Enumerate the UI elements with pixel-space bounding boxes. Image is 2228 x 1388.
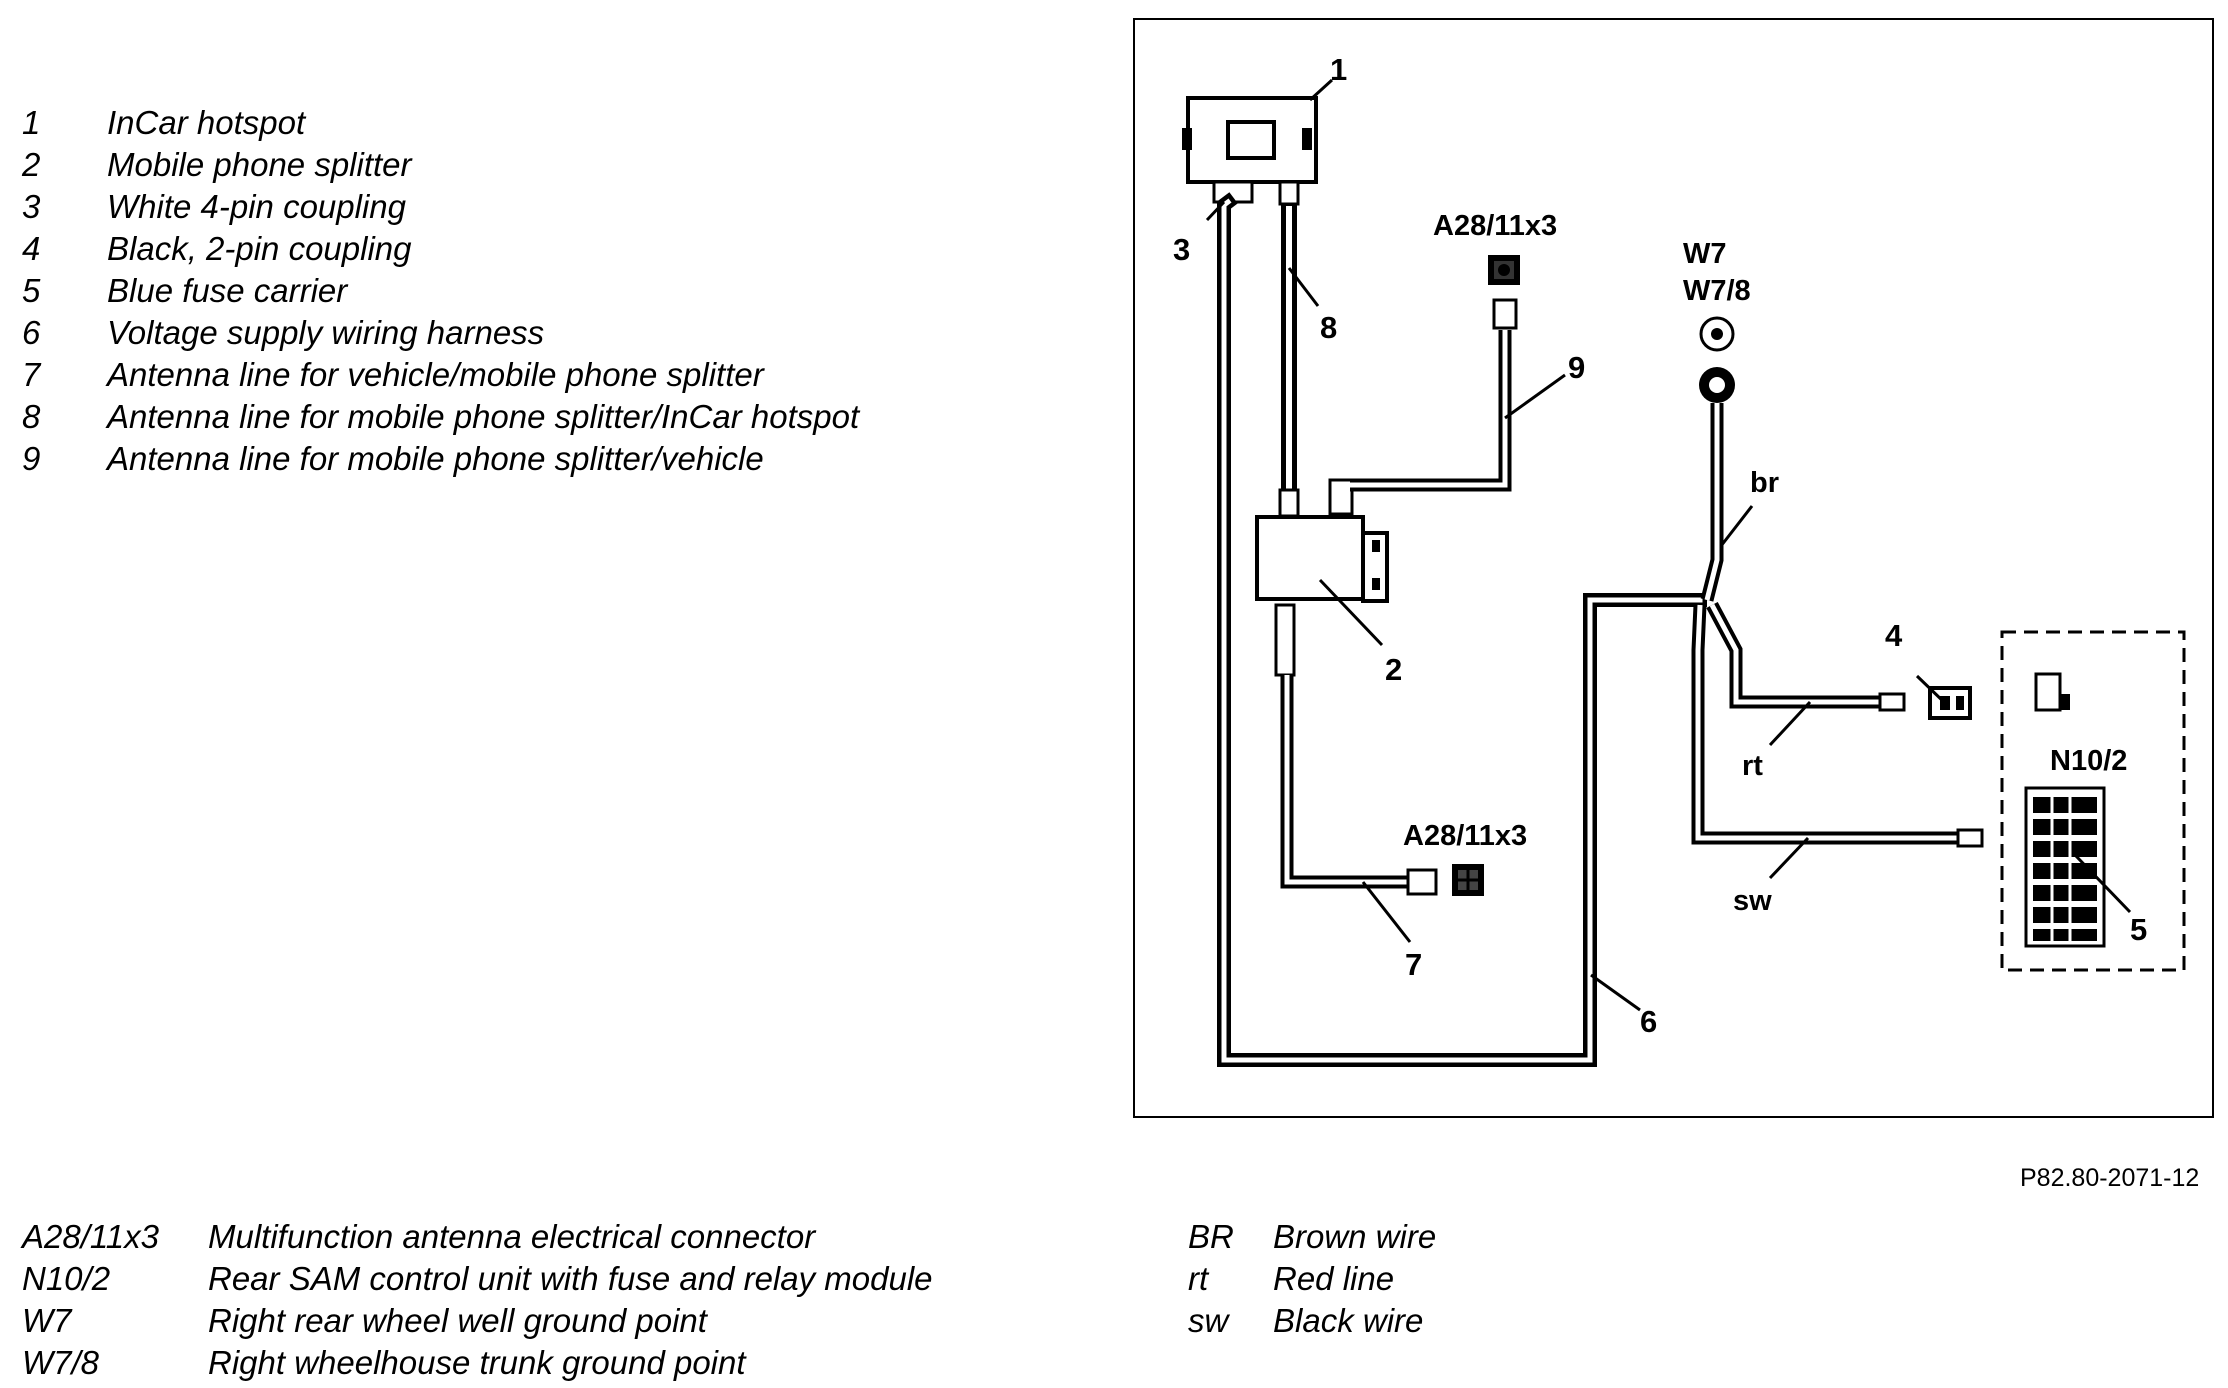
callout-6: 6 — [1640, 1004, 1657, 1039]
diagram-frame — [1133, 18, 2214, 1118]
antenna-line-7 — [1274, 603, 1438, 896]
black-wire — [1691, 604, 1984, 848]
module-label: N10/2 — [2050, 745, 2127, 777]
antenna-connector-top — [1488, 255, 1520, 285]
wire-label-sw: sw — [1733, 885, 1772, 917]
leader-lines — [1205, 78, 2132, 1012]
callout-3: 3 — [1173, 232, 1190, 267]
callout-2: 2 — [1385, 652, 1402, 687]
wire-label-br: br — [1750, 467, 1779, 499]
incar-hotspot — [1182, 96, 1318, 206]
callout-9: 9 — [1568, 350, 1585, 385]
antenna-line-8 — [1278, 204, 1300, 518]
callout-5: 5 — [2130, 912, 2147, 947]
connector-label-top: A28/11x3 — [1433, 210, 1557, 242]
callout-8: 8 — [1320, 310, 1337, 345]
figure-reference: P82.80-2071-12 — [2020, 1164, 2200, 1192]
mobile-phone-splitter — [1255, 478, 1389, 603]
brown-wire — [1700, 403, 1724, 602]
callout-4: 4 — [1885, 618, 1903, 653]
antenna-line-9 — [1350, 298, 1518, 492]
ground-label-w78: W7/8 — [1683, 275, 1751, 307]
ground-point-icon — [1699, 316, 1735, 403]
antenna-connector-bottom — [1452, 864, 1484, 896]
ground-label-w7: W7 — [1683, 238, 1727, 270]
connector-label-bottom: A28/11x3 — [1403, 820, 1527, 852]
rear-sam-module — [2000, 630, 2186, 972]
voltage-supply-harness — [1217, 192, 1707, 1067]
callout-1: 1 — [1330, 52, 1347, 87]
callout-7: 7 — [1405, 947, 1422, 982]
wire-label-rt: rt — [1742, 750, 1763, 782]
red-wire — [1706, 601, 1906, 712]
